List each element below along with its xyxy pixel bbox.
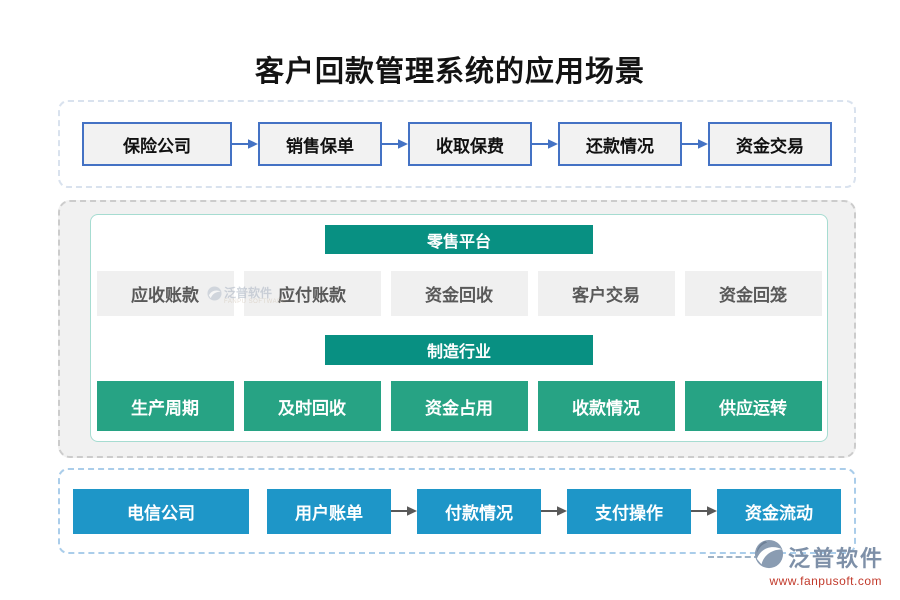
arrow-right-icon — [532, 138, 558, 150]
flow-step-box: 销售保单 — [258, 122, 382, 166]
top-flow-container: 保险公司 销售保单 收取保费 还款情况 资金交易 — [58, 100, 856, 188]
flow-step-box: 还款情况 — [558, 122, 682, 166]
flow-step-box: 支付操作 — [567, 488, 691, 534]
page-title: 客户回款管理系统的应用场景 — [254, 56, 645, 88]
flow-step-box: 资金交易 — [708, 122, 832, 166]
watermark-url: www.fanpusoft.com — [769, 574, 882, 588]
retail-item-box: 应收账款 — [96, 271, 234, 316]
arrow-right-icon — [382, 138, 408, 150]
flow-step-box: 资金流动 — [717, 488, 841, 534]
bottom-flow-container: 电信公司 用户账单 付款情况 支付操作 资金流动 — [58, 468, 856, 554]
manufacturing-item-box: 收款情况 — [537, 381, 675, 431]
arrow-right-icon — [232, 138, 258, 150]
connector-gap — [249, 509, 267, 513]
manufacturing-item-box: 及时回收 — [243, 381, 381, 431]
flow-step-box: 付款情况 — [417, 488, 541, 534]
arrow-right-icon — [391, 505, 417, 517]
watermark-brand: 泛普软件 — [787, 545, 884, 571]
arrow-right-icon — [691, 505, 717, 517]
bottom-flow-row: 电信公司 用户账单 付款情况 支付操作 资金流动 — [73, 488, 841, 534]
manufacturing-item-row: 生产周期 及时回收 资金占用 收款情况 供应运转 — [91, 381, 827, 431]
arrow-right-icon — [682, 138, 708, 150]
manufacturing-item-box: 供应运转 — [684, 381, 822, 431]
retail-item-box: 应付账款 — [243, 271, 381, 316]
fanpu-logo-icon — [754, 539, 784, 574]
retail-item-box: 资金回笼 — [684, 271, 822, 316]
flow-step-box: 保险公司 — [82, 122, 232, 166]
manufacturing-item-box: 生产周期 — [96, 381, 234, 431]
middle-section-container: 零售平台 应收账款 应付账款 资金回收 客户交易 资金回笼 制造行业 生产周期 … — [58, 200, 856, 458]
flow-step-box: 电信公司 — [73, 488, 249, 534]
retail-item-box: 资金回收 — [390, 271, 528, 316]
manufacturing-header-bar: 制造行业 — [325, 335, 593, 365]
flow-step-box: 用户账单 — [267, 488, 391, 534]
retail-item-row: 应收账款 应付账款 资金回收 客户交易 资金回笼 — [91, 271, 827, 316]
flow-step-box: 收取保费 — [408, 122, 532, 166]
arrow-right-icon — [541, 505, 567, 517]
manufacturing-item-box: 资金占用 — [390, 381, 528, 431]
retail-item-box: 客户交易 — [537, 271, 675, 316]
retail-header-bar: 零售平台 — [325, 225, 593, 254]
middle-panel: 零售平台 应收账款 应付账款 资金回收 客户交易 资金回笼 制造行业 生产周期 … — [90, 214, 828, 442]
watermark-dashed-line — [707, 555, 760, 558]
corner-watermark: 泛普软件 www.fanpusoft.com — [707, 539, 884, 588]
corner-watermark-top: 泛普软件 — [707, 539, 884, 574]
top-flow-row: 保险公司 销售保单 收取保费 还款情况 资金交易 — [82, 122, 832, 166]
